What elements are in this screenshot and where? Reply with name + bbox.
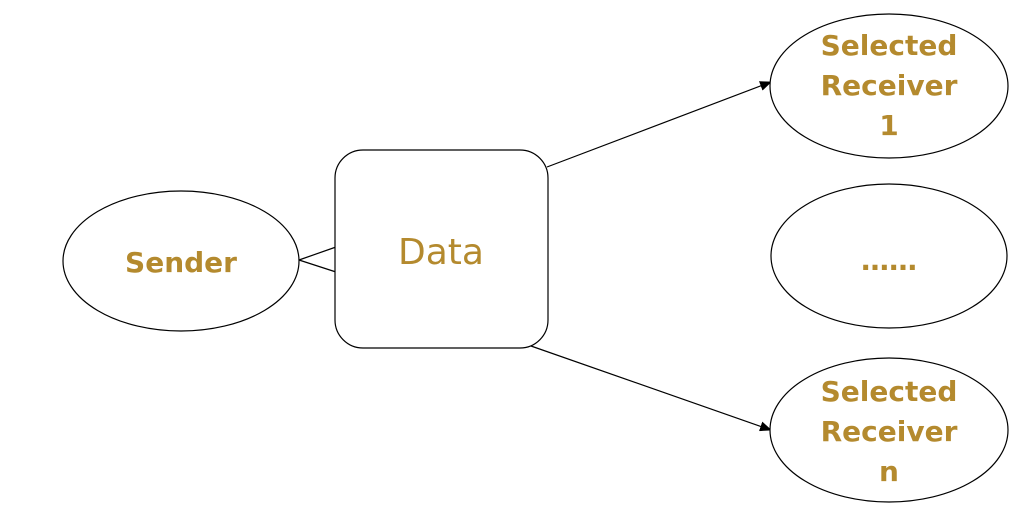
arrow-to-receiver-1 [546,81,772,168]
data-label: Data [398,232,484,273]
data-box [334,149,549,349]
receiver-middle-label: …… [861,244,917,277]
receiver-1-node [769,13,1009,159]
sender-to-data-lower-line [298,259,337,273]
receiver-1-line-2: Receiver [821,69,958,102]
sender-to-data-upper-line [298,246,337,261]
sender-label: Sender [125,246,237,279]
receiver-n-line-3: n [879,455,899,488]
receiver-n-line-2: Receiver [821,415,958,448]
receiver-middle-node [770,183,1008,329]
receiver-1-line-3: 1 [879,109,898,142]
receiver-n-line-1: Selected [821,375,958,408]
sender-node [62,190,300,332]
receiver-n-node [769,357,1009,503]
arrow-to-receiver-n [530,345,772,432]
receiver-1-line-1: Selected [821,29,958,62]
